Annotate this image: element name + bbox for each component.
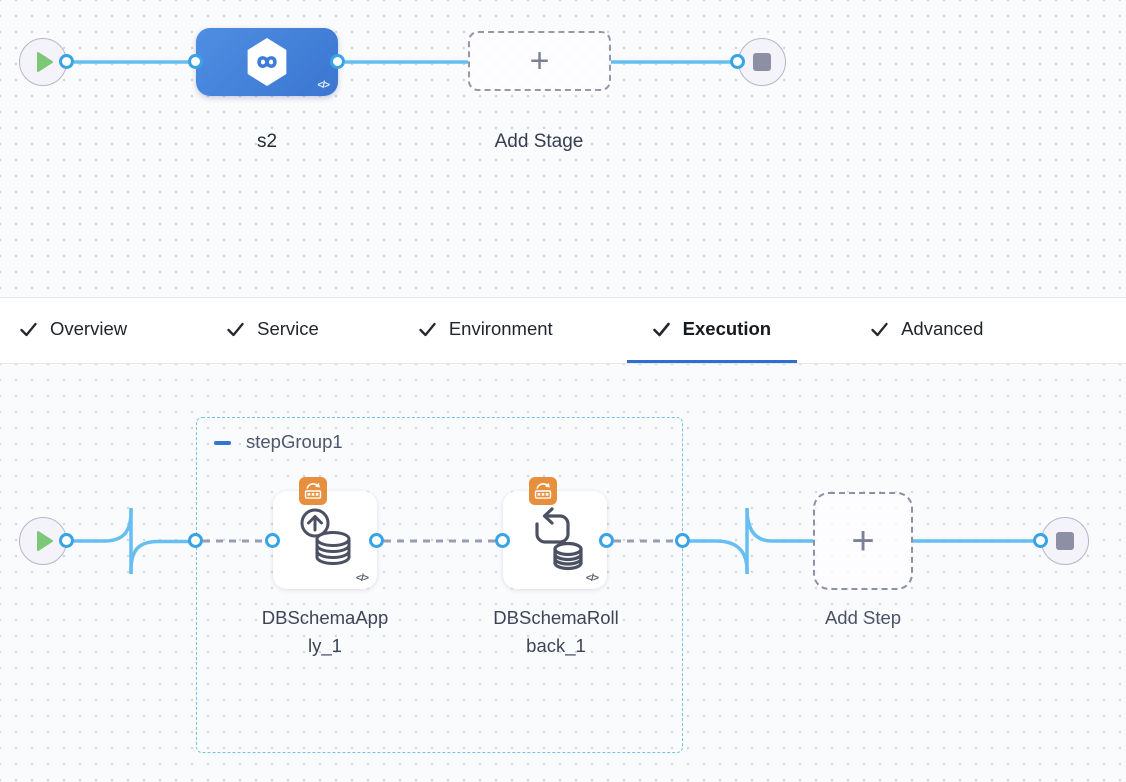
cloudformation-badge-icon	[299, 477, 327, 505]
db-schema-apply-icon	[300, 508, 351, 565]
stage-node-s2[interactable]: </>	[196, 28, 338, 96]
tab-label: Overview	[50, 318, 128, 339]
add-step-label: Add Step	[824, 607, 902, 628]
curl-connector	[129, 539, 189, 574]
connector-port[interactable]	[330, 54, 345, 69]
minus-icon	[213, 441, 231, 445]
checkmark-icon	[20, 322, 37, 336]
tab-advanced[interactable]: Advanced	[845, 298, 1009, 363]
tab-label: Advanced	[901, 318, 984, 339]
play-icon	[37, 531, 53, 551]
tab-environment[interactable]: Environment	[393, 298, 579, 363]
play-icon	[37, 52, 53, 72]
code-view-icon[interactable]: </>	[585, 572, 599, 584]
plus-icon: +	[529, 41, 550, 80]
collapse-step-group-button[interactable]	[211, 433, 233, 453]
connector-port[interactable]	[188, 533, 203, 548]
checkmark-icon	[871, 322, 888, 336]
code-view-icon[interactable]: </>	[355, 572, 369, 584]
checkmark-icon	[227, 322, 244, 336]
tab-label: Execution	[682, 318, 772, 339]
cd-stage-hexagon	[247, 38, 287, 86]
code-view-icon[interactable]: </>	[317, 80, 331, 91]
step-group-container[interactable]: stepGroup1	[196, 417, 683, 753]
step-group-label: stepGroup1	[246, 431, 343, 452]
connector-port[interactable]	[599, 533, 614, 548]
stop-icon	[1056, 532, 1074, 550]
connector-port[interactable]	[495, 533, 510, 548]
checkmark-icon	[419, 322, 436, 336]
curl-connector	[745, 507, 813, 543]
connector-port[interactable]	[59, 533, 74, 548]
db-schema-rollback-icon	[535, 507, 583, 571]
curl-connector	[74, 508, 133, 543]
stage-canvas: </> + s2 Add Stage	[0, 0, 1126, 297]
connector-port[interactable]	[369, 533, 384, 548]
plus-icon: +	[851, 518, 875, 563]
step-label: DBSchemaRollback_1	[493, 607, 619, 656]
curl-connector	[690, 539, 749, 574]
add-stage-label: Add Stage	[494, 131, 584, 152]
tab-label: Environment	[448, 318, 553, 339]
checkmark-icon	[652, 322, 670, 336]
cloudformation-badge-icon	[529, 477, 557, 505]
connector-port[interactable]	[59, 54, 74, 69]
connector-port[interactable]	[675, 533, 690, 548]
step-node-dbschemarollback[interactable]: </>	[503, 477, 607, 589]
step-label: DBSchemaApply_1	[261, 607, 389, 656]
connector-port[interactable]	[188, 54, 203, 69]
stage-label: s2	[256, 131, 278, 152]
tab-service[interactable]: Service	[201, 298, 345, 363]
tab-label: Service	[257, 318, 319, 339]
connector-port[interactable]	[265, 533, 280, 548]
pipeline-end-node	[738, 38, 786, 86]
tab-execution[interactable]: Execution	[626, 298, 798, 363]
connector-port[interactable]	[1033, 533, 1048, 548]
infinity-icon	[257, 56, 277, 68]
connector-port[interactable]	[730, 54, 745, 69]
tab-overview[interactable]: Overview	[20, 298, 153, 363]
stage-config-tabbar: Overview Service Environment Execution A…	[0, 297, 1126, 364]
add-step-button[interactable]: +	[813, 492, 913, 590]
execution-end-node	[1041, 517, 1089, 565]
stop-icon	[753, 53, 771, 71]
add-stage-button[interactable]: +	[468, 31, 611, 91]
execution-canvas: stepGroup1	[0, 364, 1126, 782]
step-node-dbschemaapply[interactable]: </>	[273, 477, 377, 589]
